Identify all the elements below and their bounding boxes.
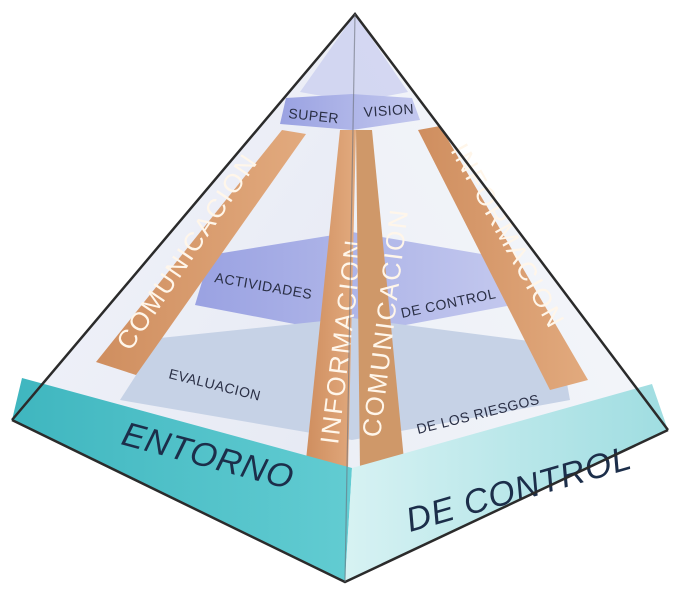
pyramid-svg: SUPER VISION ACTIVIDADES DE CONTROL EVAL… [0,0,675,590]
pyramid-diagram: SUPER VISION ACTIVIDADES DE CONTROL EVAL… [0,0,675,590]
